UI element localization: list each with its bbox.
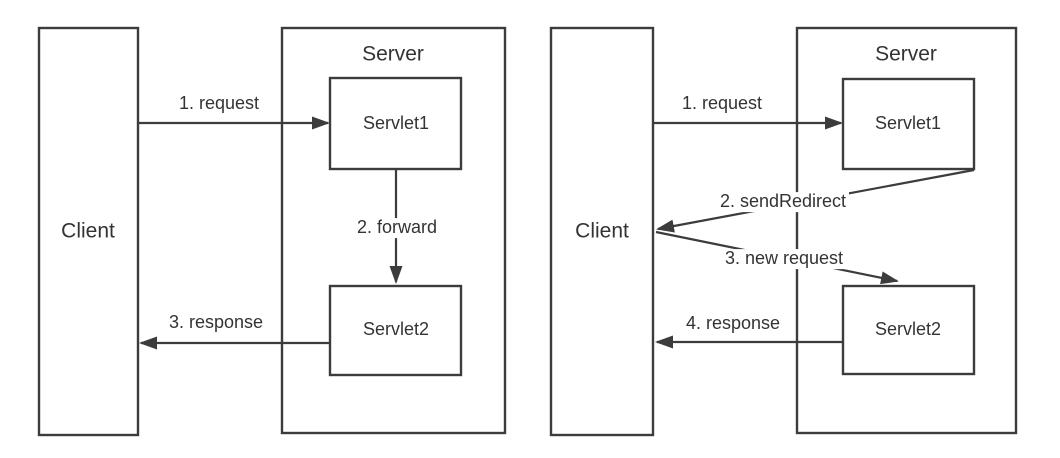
response-arrow-label: 3. response (165, 312, 267, 333)
servlet2-label: Servlet2 (874, 319, 942, 340)
client-box (549, 26, 655, 437)
servlet1-label: Servlet1 (362, 113, 430, 134)
servlet1-label: Servlet1 (874, 113, 942, 134)
forward-diagram (37, 26, 507, 437)
servlet1-box (841, 77, 976, 171)
server-label: Server (875, 42, 937, 66)
send-redirect-arrow-label: 2. sendRedirect (716, 191, 850, 212)
servlet2-box (328, 284, 463, 377)
new-request-arrow-label: 3. new request (721, 248, 847, 269)
request-arrow-label: 1. request (175, 93, 263, 114)
servlet2-label: Servlet2 (362, 319, 430, 340)
client-label: Client (61, 219, 115, 243)
forward-arrow-label: 2. forward (353, 217, 441, 238)
client-box (37, 26, 140, 437)
response-arrow-label: 4. response (682, 313, 784, 334)
client-label: Client (575, 219, 629, 243)
servlet2-box (841, 284, 976, 376)
request-arrow-label: 1. request (678, 93, 766, 114)
server-label: Server (362, 42, 424, 66)
server-box (280, 26, 507, 435)
server-box (795, 26, 1018, 435)
send-redirect-diagram (549, 26, 1018, 437)
